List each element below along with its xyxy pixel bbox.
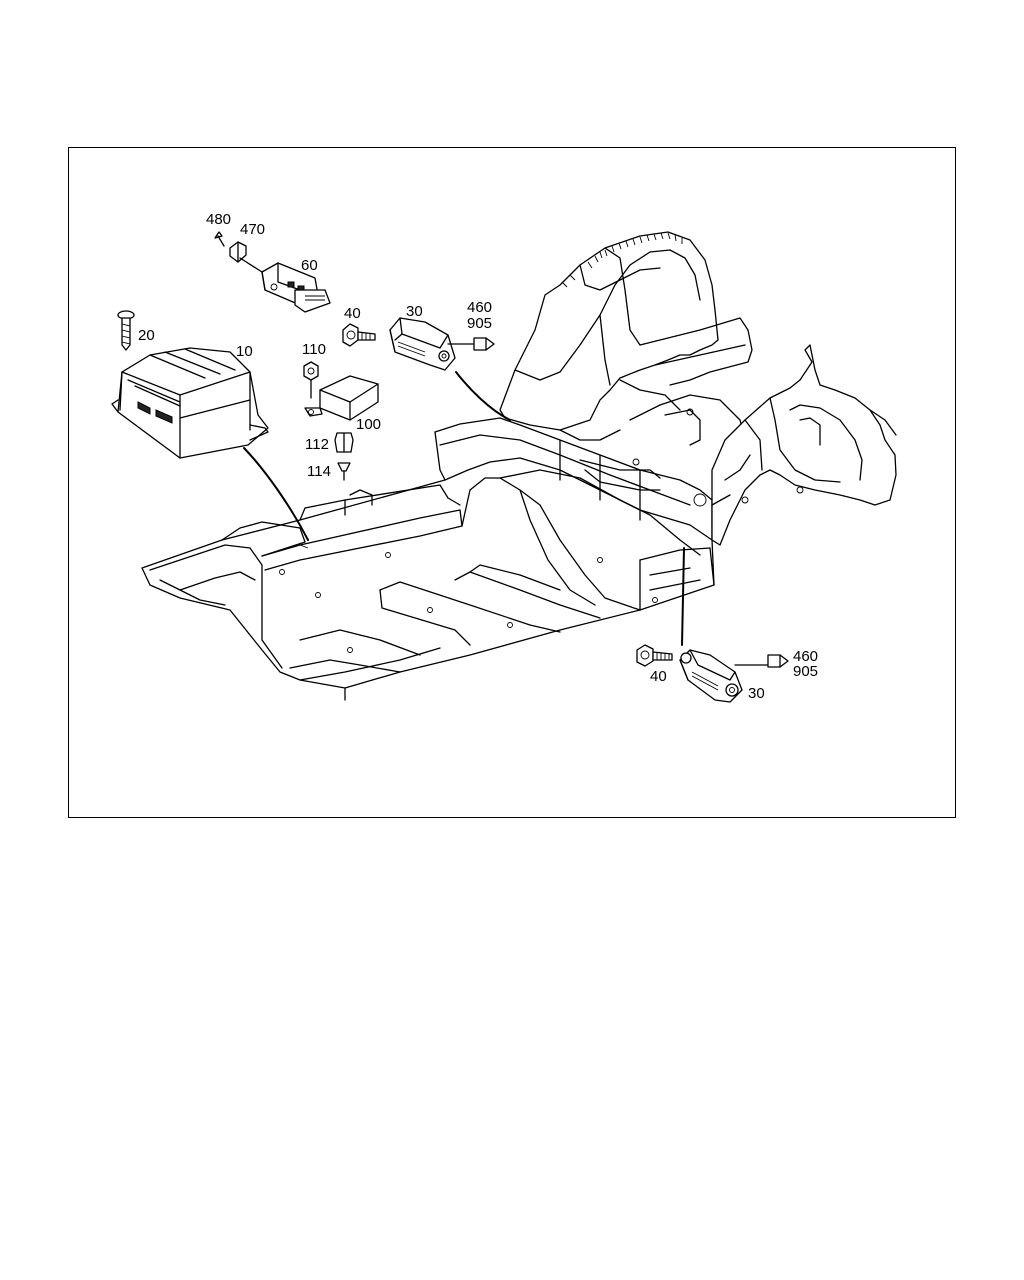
label-460-bottom: 460 <box>793 648 819 665</box>
label-100: 100 <box>356 416 382 433</box>
wheel-arch-right <box>711 344 897 546</box>
part-480-pin <box>214 231 225 247</box>
part-10-control-unit <box>111 347 269 459</box>
label-905-top: 905 <box>467 315 493 332</box>
label-112: 112 <box>305 436 329 453</box>
part-460-clip-top <box>447 337 495 351</box>
part-20-screw <box>117 310 135 351</box>
label-905-bottom: 905 <box>793 663 819 680</box>
part-40-bolt-top <box>342 323 376 347</box>
label-470: 470 <box>240 221 266 238</box>
diagram-frame <box>68 147 956 818</box>
part-100-module <box>304 375 379 421</box>
car-body-chassis <box>141 417 715 701</box>
leader-lines <box>239 257 685 646</box>
label-30-bottom: 30 <box>748 685 765 702</box>
label-480: 480 <box>206 211 232 228</box>
part-112-plug <box>334 432 354 453</box>
label-40-top: 40 <box>344 305 361 322</box>
label-60: 60 <box>301 257 318 274</box>
part-114-pin <box>337 462 351 481</box>
label-110: 110 <box>302 341 326 358</box>
label-20: 20 <box>138 327 155 344</box>
part-60-connector <box>261 262 331 313</box>
label-114: 114 <box>307 463 331 480</box>
label-40-bottom: 40 <box>650 668 667 685</box>
part-30-sensor-bottom <box>679 649 743 703</box>
label-10: 10 <box>236 343 253 360</box>
part-40-bolt-bottom <box>636 644 673 667</box>
part-110-nut <box>303 361 319 399</box>
part-460-clip-bottom <box>734 654 789 668</box>
part-470-cap <box>229 241 247 263</box>
part-30-sensor-top <box>389 317 456 371</box>
label-30-top: 30 <box>406 303 423 320</box>
label-460-top: 460 <box>467 299 493 316</box>
